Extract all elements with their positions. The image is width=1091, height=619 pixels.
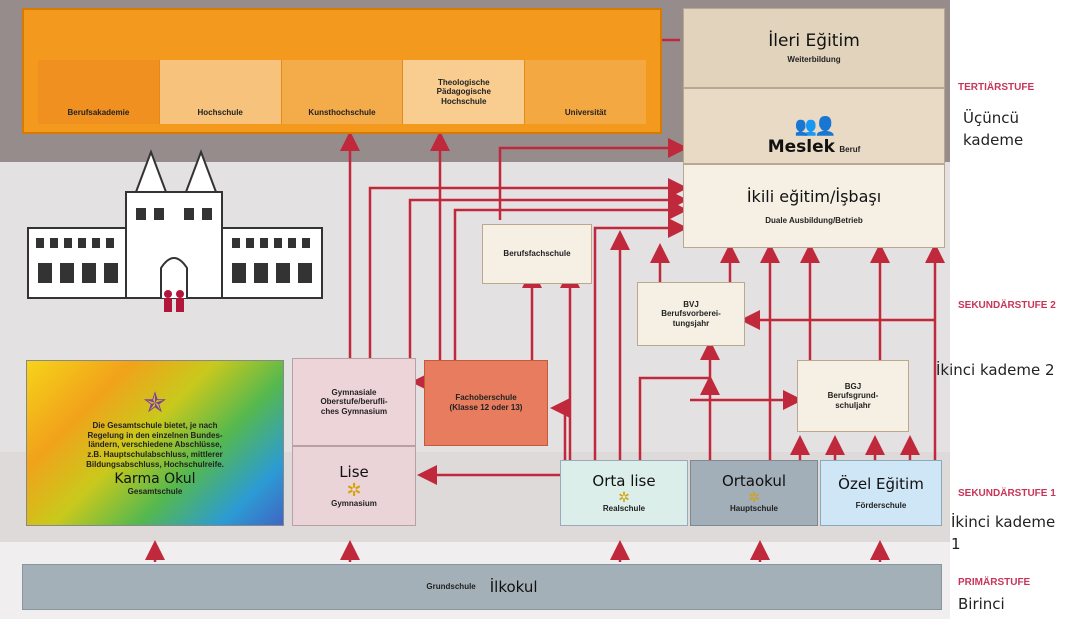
- stage-sekundaer1: SEKUNDÄRSTUFE 1: [958, 488, 1056, 499]
- foerderschule-label: Förderschule: [855, 501, 907, 511]
- gymnasium-label: Gymnasium: [331, 499, 377, 509]
- bgj-box: BGJ Berufsgrund- schuljahr: [797, 360, 909, 432]
- star-icon: ✲: [618, 489, 630, 506]
- lise-box: Lise ✲ Gymnasium: [292, 446, 416, 526]
- ileri-egitim-box: İleri Eğitim Weiterbildung: [683, 8, 945, 88]
- kunsthochschule-box: Kunsthochschule: [281, 60, 404, 124]
- gym-ober-line1: Gymnasiale: [331, 387, 377, 397]
- tr-secondary1-line2: 1: [951, 534, 961, 553]
- orta-lise-title: Orta lise: [592, 472, 656, 491]
- tr-stage-secondary2: İkinci kademe 2: [936, 361, 1055, 379]
- gymnasiale-oberstufe-box: Gymnasiale Oberstufe/berufli- ches Gymna…: [292, 358, 416, 446]
- ortaokul-title: Ortaokul: [721, 472, 787, 491]
- universitaet-label: Universität: [564, 108, 607, 118]
- berufsakademie-box: Berufsakademie: [38, 60, 160, 124]
- hochschule-label: Hochschule: [197, 108, 243, 118]
- meslek-title: Meslek: [767, 137, 835, 157]
- berufsakademie-label: Berufsakademie: [67, 108, 130, 118]
- gesamt-line1: Die Gesamtschule bietet, je nach: [92, 421, 218, 431]
- berufsfachschule-label: Berufsfachschule: [503, 249, 571, 259]
- ikili-egitim-box: İkili eğitim/İşbaşı Duale Ausbildung/Bet…: [683, 164, 945, 248]
- bgj-line1: BGJ: [844, 381, 862, 391]
- universitaet-box: Universität: [525, 60, 646, 124]
- star-icon: ✲: [346, 480, 362, 501]
- orta-lise-box: Orta lise ✲ Realschule: [560, 460, 688, 526]
- bvj-box: BVJ Berufsvorberei- tungsjahr: [637, 282, 745, 346]
- karma-okul-title: Karma Okul: [114, 471, 196, 488]
- ozel-egitim-title: Özel Eğitim: [838, 475, 924, 494]
- stage-primaer: PRIMÄRSTUFE: [958, 577, 1031, 588]
- theologische-line2: Pädagogische: [436, 87, 491, 97]
- tr-stage-primary: Birinci: [958, 595, 1005, 613]
- theologische-box: Theologische Pädagogische Hochschule: [403, 60, 526, 124]
- gym-ober-line2: Oberstufe/berufli-: [320, 397, 388, 407]
- theologische-line3: Hochschule: [441, 96, 487, 106]
- gesamtschule-box: ✯ Die Gesamtschule bietet, je nach Regel…: [26, 360, 284, 526]
- berufsfachschule-box: Berufsfachschule: [482, 224, 592, 284]
- gym-ober-line3: ches Gymnasium: [320, 406, 388, 416]
- gesamt-line3: ländern, verschiedene Abschlüsse,: [88, 440, 222, 450]
- grundschule-label: Grundschule: [426, 582, 476, 592]
- star-icon: ✲: [748, 489, 760, 506]
- tr-tertiary-line1: Üçüncü: [963, 109, 1019, 127]
- ozel-egitim-box: Özel Eğitim Förderschule: [820, 460, 942, 526]
- star-icon: ✯: [143, 387, 167, 419]
- ikili-egitim-title: İkili eğitim/İşbaşı: [746, 186, 882, 206]
- duale-ausbildung-label: Duale Ausbildung/Betrieb: [765, 215, 863, 225]
- hochschule-box: Hochschule: [159, 60, 282, 124]
- lise-title: Lise: [339, 463, 369, 482]
- stage-tertiaer: TERTIÄRSTUFE: [958, 82, 1035, 93]
- gesamt-line4: z.B. Hauptschulabschluss, mittlerer: [87, 450, 223, 459]
- tr-stage-tertiary: Üçüncü kademe: [963, 108, 1023, 152]
- grundschule-bar: Grundschule İlkokul: [22, 564, 942, 610]
- ileri-egitim-title: İleri Eğitim: [768, 31, 860, 52]
- school-building-illustration: [27, 149, 323, 312]
- stage-sekundaer2: SEKUNDÄRSTUFE 2: [958, 300, 1056, 311]
- hauptschule-label: Hauptschule: [729, 504, 778, 514]
- gesamt-line5: Bildungsabschluss, Hochschulreife.: [86, 459, 224, 469]
- fachober-line2: (Klasse 12 oder 13): [449, 403, 523, 412]
- ortaokul-box: Ortaokul ✲ Hauptschule: [690, 460, 818, 526]
- bgj-line2: Berufsgrund-: [827, 391, 879, 401]
- theologische-line1: Theologische: [438, 77, 490, 87]
- bvj-line2: Berufsvorberei-: [661, 309, 721, 319]
- bvj-line3: tungsjahr: [672, 318, 710, 328]
- tr-secondary1-line1: İkinci kademe: [951, 513, 1056, 531]
- gesamt-line2: Regelung in den einzelnen Bundes-: [87, 430, 223, 440]
- bgj-line3: schuljahr: [835, 400, 871, 410]
- realschule-label: Realschule: [602, 504, 646, 514]
- higher-ed-row: Berufsakademie Hochschule Kunsthochschul…: [38, 60, 646, 124]
- fachober-line1: Fachoberschule: [455, 393, 517, 403]
- meslek-box: 👥👤 Meslek Beruf: [683, 88, 945, 164]
- gesamtschule-label: Gesamtschule: [127, 487, 183, 497]
- fachoberschule-box: Fachoberschule (Klasse 12 oder 13): [424, 360, 548, 446]
- ilkokul-label: İlkokul: [489, 578, 538, 596]
- tr-stage-secondary1: İkinci kademe 1: [951, 512, 1055, 556]
- people-icon: 👥👤: [794, 116, 837, 136]
- beruf-label: Beruf: [839, 145, 861, 154]
- tr-tertiary-line2: kademe: [963, 130, 1024, 149]
- weiterbildung-label: Weiterbildung: [787, 55, 841, 65]
- kunsthochschule-label: Kunsthochschule: [308, 108, 376, 118]
- bvj-line1: BVJ: [683, 299, 699, 309]
